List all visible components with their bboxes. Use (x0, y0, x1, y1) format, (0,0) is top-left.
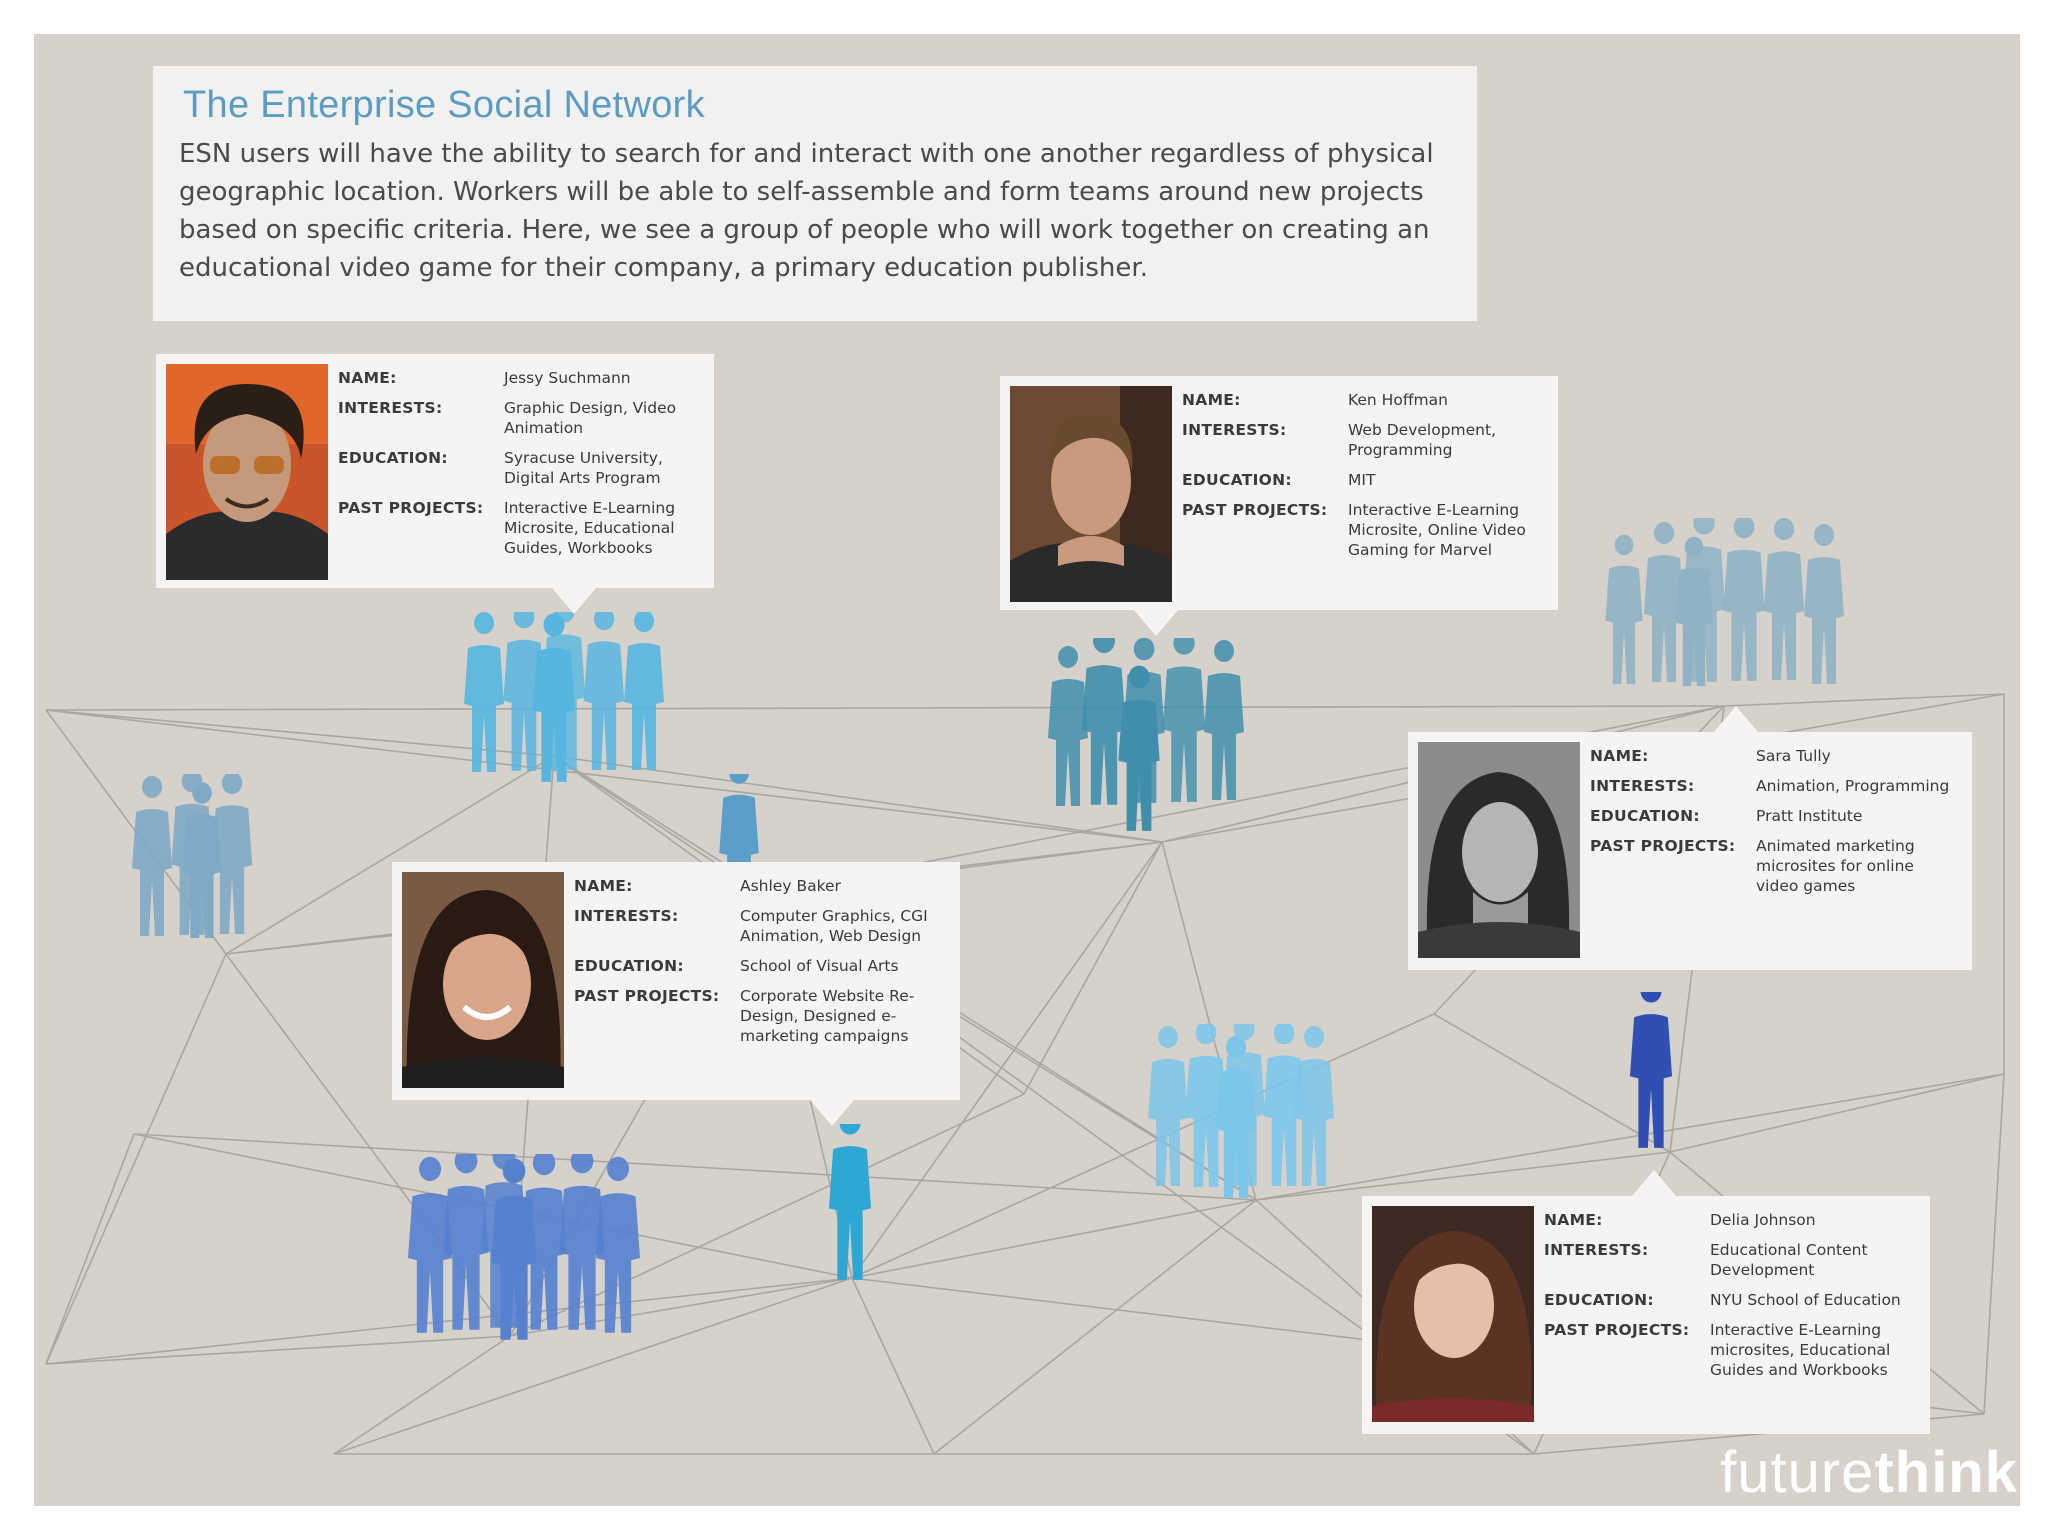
profile-past-projects: Corporate Website Re-Design, Designed e-… (740, 986, 946, 1046)
network-line (852, 1278, 934, 1454)
name-label: NAME: (1544, 1210, 1710, 1230)
profile-card-ken[interactable]: NAME:Ken Hoffman INTERESTS:Web Developme… (1000, 376, 1558, 610)
past-projects-label: PAST PROJECTS: (1182, 500, 1348, 560)
profile-past-projects: Interactive E-Learning Microsite, Online… (1348, 500, 1544, 560)
person-silhouette-icon (1204, 640, 1244, 800)
profile-name: Delia Johnson (1710, 1210, 1916, 1230)
network-line (46, 706, 1724, 710)
network-line (46, 1134, 134, 1364)
profile-interests: Computer Graphics, CGI Animation, Web De… (740, 906, 946, 946)
profile-photo-icon (1418, 742, 1580, 958)
education-label: EDUCATION: (1590, 806, 1756, 826)
interests-label: INTERESTS: (1590, 776, 1756, 796)
education-label: EDUCATION: (574, 956, 740, 976)
interests-label: INTERESTS: (574, 906, 740, 946)
person-standing-bottom-center (820, 1124, 880, 1284)
team-group-left (122, 774, 272, 944)
past-projects-label: PAST PROJECTS: (574, 986, 740, 1046)
interests-label: INTERESTS: (1182, 420, 1348, 460)
profile-interests: Educational Content Development (1710, 1240, 1916, 1280)
profile-education: Pratt Institute (1756, 806, 1958, 826)
person-silhouette-icon (464, 612, 504, 772)
network-line (1670, 1074, 2004, 1152)
profile-past-projects: Animated marketing microsites for online… (1756, 836, 1958, 896)
person-silhouette-icon (1048, 646, 1088, 806)
profile-name: Sara Tully (1756, 746, 1958, 766)
profile-card-jessy[interactable]: NAME:Jessy Suchmann INTERESTS:Graphic De… (156, 354, 714, 588)
intro-text: ESN users will have the ability to searc… (179, 135, 1447, 287)
futurethink-logo: futurethink (1720, 1444, 2020, 1506)
profile-card-sara[interactable]: NAME:Sara Tully INTERESTS:Animation, Pro… (1408, 732, 1972, 970)
profile-education: NYU School of Education (1710, 1290, 1916, 1310)
profile-education: Syracuse University, Digital Arts Progra… (504, 448, 700, 488)
network-line (1984, 1074, 2004, 1414)
person-silhouette-icon (1605, 535, 1642, 684)
profile-past-projects: Interactive E-Learning Microsite, Educat… (504, 498, 700, 558)
person-silhouette-icon (1148, 1026, 1188, 1186)
network-line (46, 954, 226, 1364)
profile-name: Jessy Suchmann (504, 368, 700, 388)
callout-pointer (810, 1100, 854, 1126)
profile-card-ashley[interactable]: NAME:Ashley Baker INTERESTS:Computer Gra… (392, 862, 960, 1100)
callout-pointer (1134, 610, 1178, 636)
team-group-top-left (454, 612, 694, 787)
network-line (934, 1200, 1256, 1454)
person-silhouette-icon (1082, 638, 1126, 805)
past-projects-label: PAST PROJECTS: (1544, 1320, 1710, 1380)
person-silhouette-icon (829, 1124, 871, 1280)
name-label: NAME: (338, 368, 504, 388)
profile-photo-icon (1372, 1206, 1534, 1422)
education-label: EDUCATION: (338, 448, 504, 488)
person-silhouette-icon (1764, 518, 1805, 680)
profile-interests: Graphic Design, Video Animation (504, 398, 700, 438)
callout-pointer (1632, 1170, 1676, 1196)
profile-card-delia[interactable]: NAME:Delia Johnson INTERESTS:Educational… (1362, 1196, 1930, 1434)
team-group-top-center (1044, 638, 1264, 838)
profile-name: Ken Hoffman (1348, 390, 1544, 410)
person-silhouette-icon (1804, 524, 1844, 684)
education-label: EDUCATION: (1544, 1290, 1710, 1310)
name-label: NAME: (574, 876, 740, 896)
profile-photo-icon (166, 364, 328, 580)
profile-interests: Web Development, Programming (1348, 420, 1544, 460)
person-standing-right (1616, 992, 1686, 1152)
name-label: NAME: (1182, 390, 1348, 410)
person-silhouette-icon (1723, 518, 1764, 681)
team-group-bottom-left (404, 1154, 644, 1344)
callout-pointer (1714, 706, 1758, 732)
profile-education: School of Visual Arts (740, 956, 946, 976)
person-silhouette-icon (1294, 1026, 1334, 1186)
team-group-middle (1144, 1024, 1334, 1204)
profile-past-projects: Interactive E-Learning microsites, Educa… (1710, 1320, 1916, 1380)
past-projects-label: PAST PROJECTS: (1590, 836, 1756, 896)
profile-interests: Animation, Programming (1756, 776, 1958, 796)
callout-pointer (552, 588, 596, 614)
intro-box: The Enterprise Social Network ESN users … (153, 66, 1477, 321)
logo-bold: think (1874, 1440, 2018, 1505)
past-projects-label: PAST PROJECTS: (338, 498, 504, 558)
person-silhouette-icon (584, 612, 625, 770)
profile-education: MIT (1348, 470, 1544, 490)
network-line (852, 1200, 1256, 1278)
diagram-canvas: The Enterprise Social Network ESN users … (34, 34, 2020, 1506)
person-silhouette-icon (1163, 638, 1206, 802)
network-line (334, 1336, 510, 1454)
interests-label: INTERESTS: (1544, 1240, 1710, 1280)
team-group-top-right (1594, 518, 1844, 698)
name-label: NAME: (1590, 746, 1756, 766)
profile-photo-icon (402, 872, 564, 1088)
education-label: EDUCATION: (1182, 470, 1348, 490)
person-silhouette-icon (1630, 992, 1672, 1148)
profile-name: Ashley Baker (740, 876, 946, 896)
person-silhouette-icon (132, 776, 172, 936)
person-silhouette-icon (624, 612, 664, 770)
interests-label: INTERESTS: (338, 398, 504, 438)
person-silhouette-icon (596, 1157, 640, 1333)
logo-light: future (1720, 1440, 1874, 1505)
profile-photo-icon (1010, 386, 1172, 602)
network-line (1024, 842, 1162, 1094)
page-title: The Enterprise Social Network (183, 84, 1447, 127)
